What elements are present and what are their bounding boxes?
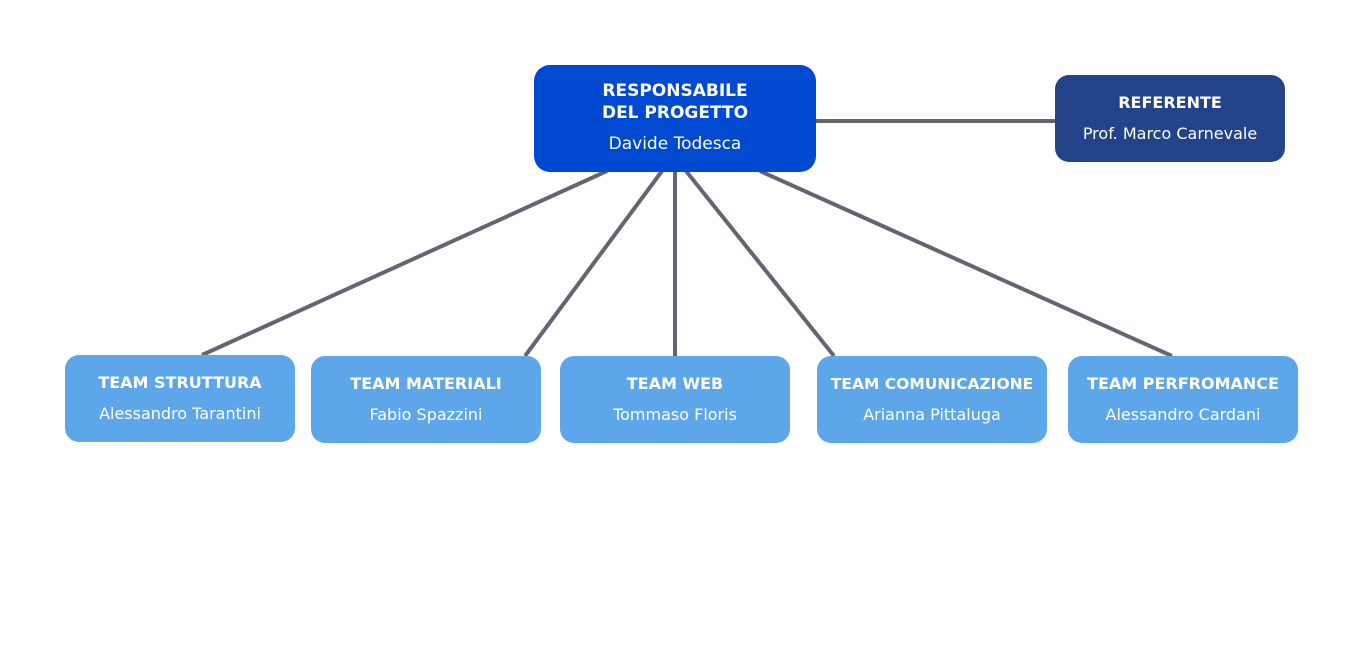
responsabile-person: Davide Todesca (608, 134, 742, 154)
node-team-web: TEAM WEB Tommaso Floris (560, 356, 790, 443)
team-title: TEAM WEB (626, 374, 724, 393)
connector-team-materiali (523, 169, 664, 358)
connector-team-performance (759, 169, 1173, 358)
team-person: Alessandro Tarantini (99, 404, 261, 423)
node-responsabile-progetto: RESPONSABILE DEL PROGETTO Davide Todesca (534, 65, 816, 172)
connector-team-struttura (201, 169, 608, 357)
team-person: Fabio Spazzini (369, 405, 483, 424)
team-person: Tommaso Floris (613, 405, 737, 424)
team-title: TEAM COMUNICAZIONE (830, 375, 1034, 393)
responsabile-title: RESPONSABILE DEL PROGETTO (601, 81, 749, 123)
team-person: Arianna Pittaluga (863, 405, 1001, 424)
referente-person: Prof. Marco Carnevale (1082, 124, 1258, 143)
connector-team-comunicazione (684, 169, 836, 358)
node-team-struttura: TEAM STRUTTURA Alessandro Tarantini (65, 355, 295, 442)
node-referente: REFERENTE Prof. Marco Carnevale (1055, 75, 1285, 162)
team-title: TEAM PERFROMANCE (1087, 374, 1279, 393)
node-team-performance: TEAM PERFROMANCE Alessandro Cardani (1068, 356, 1298, 443)
team-person: Alessandro Cardani (1105, 405, 1261, 424)
node-team-materiali: TEAM MATERIALI Fabio Spazzini (311, 356, 541, 443)
team-title: TEAM STRUTTURA (98, 373, 262, 392)
team-title: TEAM MATERIALI (350, 374, 502, 393)
referente-title: REFERENTE (1118, 93, 1222, 112)
node-team-comunicazione: TEAM COMUNICAZIONE Arianna Pittaluga (817, 356, 1047, 443)
